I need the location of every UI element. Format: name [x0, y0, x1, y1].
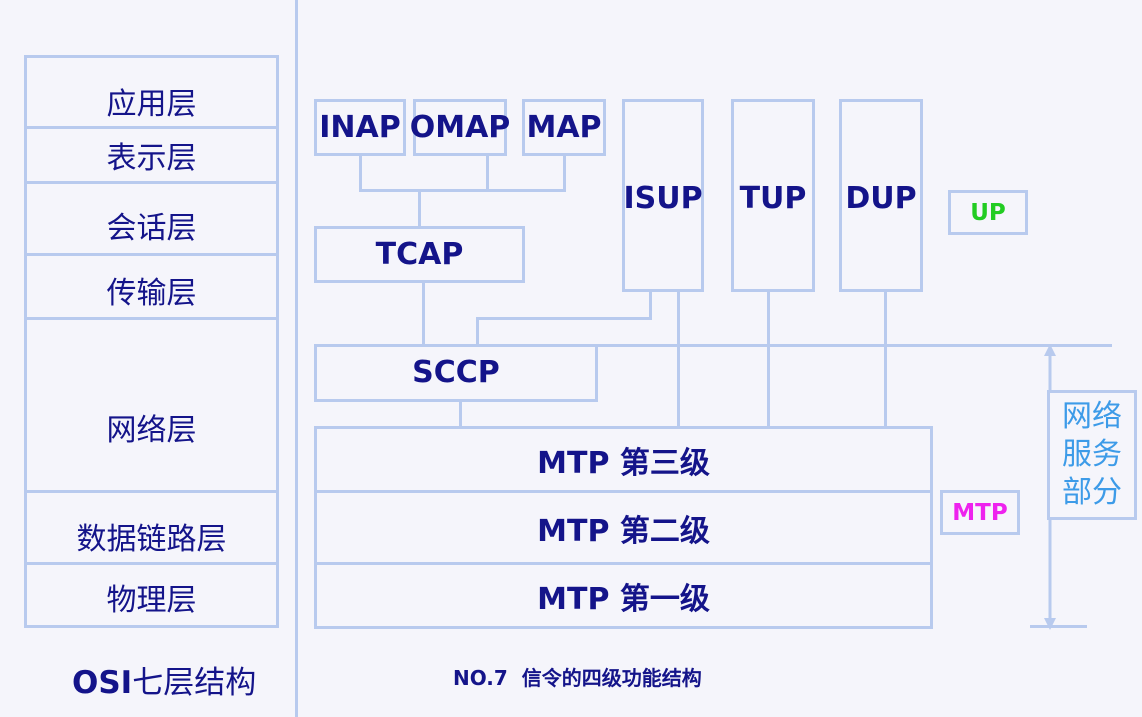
connector: [359, 155, 362, 191]
connector: [677, 290, 680, 427]
connector: [459, 400, 462, 427]
mtp-level3-box: MTP 第三级: [314, 426, 933, 493]
sccp-box: SCCP: [314, 345, 598, 402]
tcap-box: TCAP: [314, 226, 525, 283]
mtp-level2-label: MTP 第二级: [537, 513, 710, 549]
connector: [418, 190, 421, 228]
tup-box: TUP: [731, 99, 815, 292]
osi-divider: [24, 126, 279, 129]
isup-box: ISUP: [622, 99, 704, 292]
mtp-level3-label: MTP 第三级: [537, 445, 710, 481]
osi-title: OSI七层结构: [72, 657, 256, 701]
osi-title-bold: OSI: [72, 665, 133, 701]
dup-box: DUP: [839, 99, 923, 292]
osi-title-rest: 七层结构: [132, 665, 257, 701]
connector: [486, 155, 489, 191]
isup-label: ISUP: [623, 181, 703, 216]
connector: [563, 155, 566, 191]
inap-label: INAP: [319, 110, 401, 145]
connector: [359, 189, 566, 192]
connector: [767, 290, 770, 427]
connector: [422, 282, 425, 346]
osi-layer-application: 应用层: [106, 87, 197, 122]
inap-box: INAP: [314, 99, 406, 156]
network-service-line-1: 网络: [1062, 399, 1122, 434]
osi-divider: [24, 490, 279, 493]
osi-layer-network: 网络层: [106, 413, 197, 448]
connector: [476, 317, 652, 320]
connector: [476, 317, 479, 347]
omap-box: OMAP: [410, 99, 510, 156]
network-service-boundary: [314, 344, 1112, 347]
vertical-divider: [295, 0, 298, 717]
osi-layer-transport: 传输层: [106, 276, 197, 311]
omap-label: OMAP: [409, 110, 511, 145]
mtp-label: MTP: [952, 499, 1008, 526]
mtp-label-box: MTP: [940, 490, 1020, 535]
mtp-level1-box: MTP 第一级: [314, 562, 933, 629]
osi-layer-physical: 物理层: [106, 583, 197, 618]
dup-label: DUP: [845, 181, 917, 216]
osi-divider: [24, 253, 279, 256]
up-label: UP: [970, 199, 1006, 226]
network-service-line-3: 部分: [1062, 475, 1122, 510]
network-service-part-box: 网络 服务 部分: [1047, 390, 1137, 520]
map-box: MAP: [522, 99, 606, 156]
osi-layer-session: 会话层: [106, 211, 197, 246]
osi-divider: [24, 181, 279, 184]
osi-divider: [24, 317, 279, 320]
connector: [649, 290, 652, 320]
osi-stack: [24, 55, 279, 628]
tcap-label: TCAP: [375, 237, 464, 272]
mtp-level1-label: MTP 第一级: [537, 581, 710, 617]
tup-label: TUP: [739, 181, 807, 216]
map-label: MAP: [526, 110, 602, 145]
sccp-label: SCCP: [412, 354, 500, 390]
osi-divider: [24, 562, 279, 565]
ss7-caption: NO.7 信令的四级功能结构: [453, 666, 702, 690]
network-service-line-2: 服务: [1062, 437, 1122, 472]
osi-layer-presentation: 表示层: [106, 141, 197, 176]
mtp-level2-box: MTP 第二级: [314, 490, 933, 565]
connector: [884, 290, 887, 427]
osi-layer-datalink: 数据链路层: [76, 522, 227, 557]
network-service-bottom: [1030, 625, 1087, 628]
up-label-box: UP: [948, 190, 1028, 235]
